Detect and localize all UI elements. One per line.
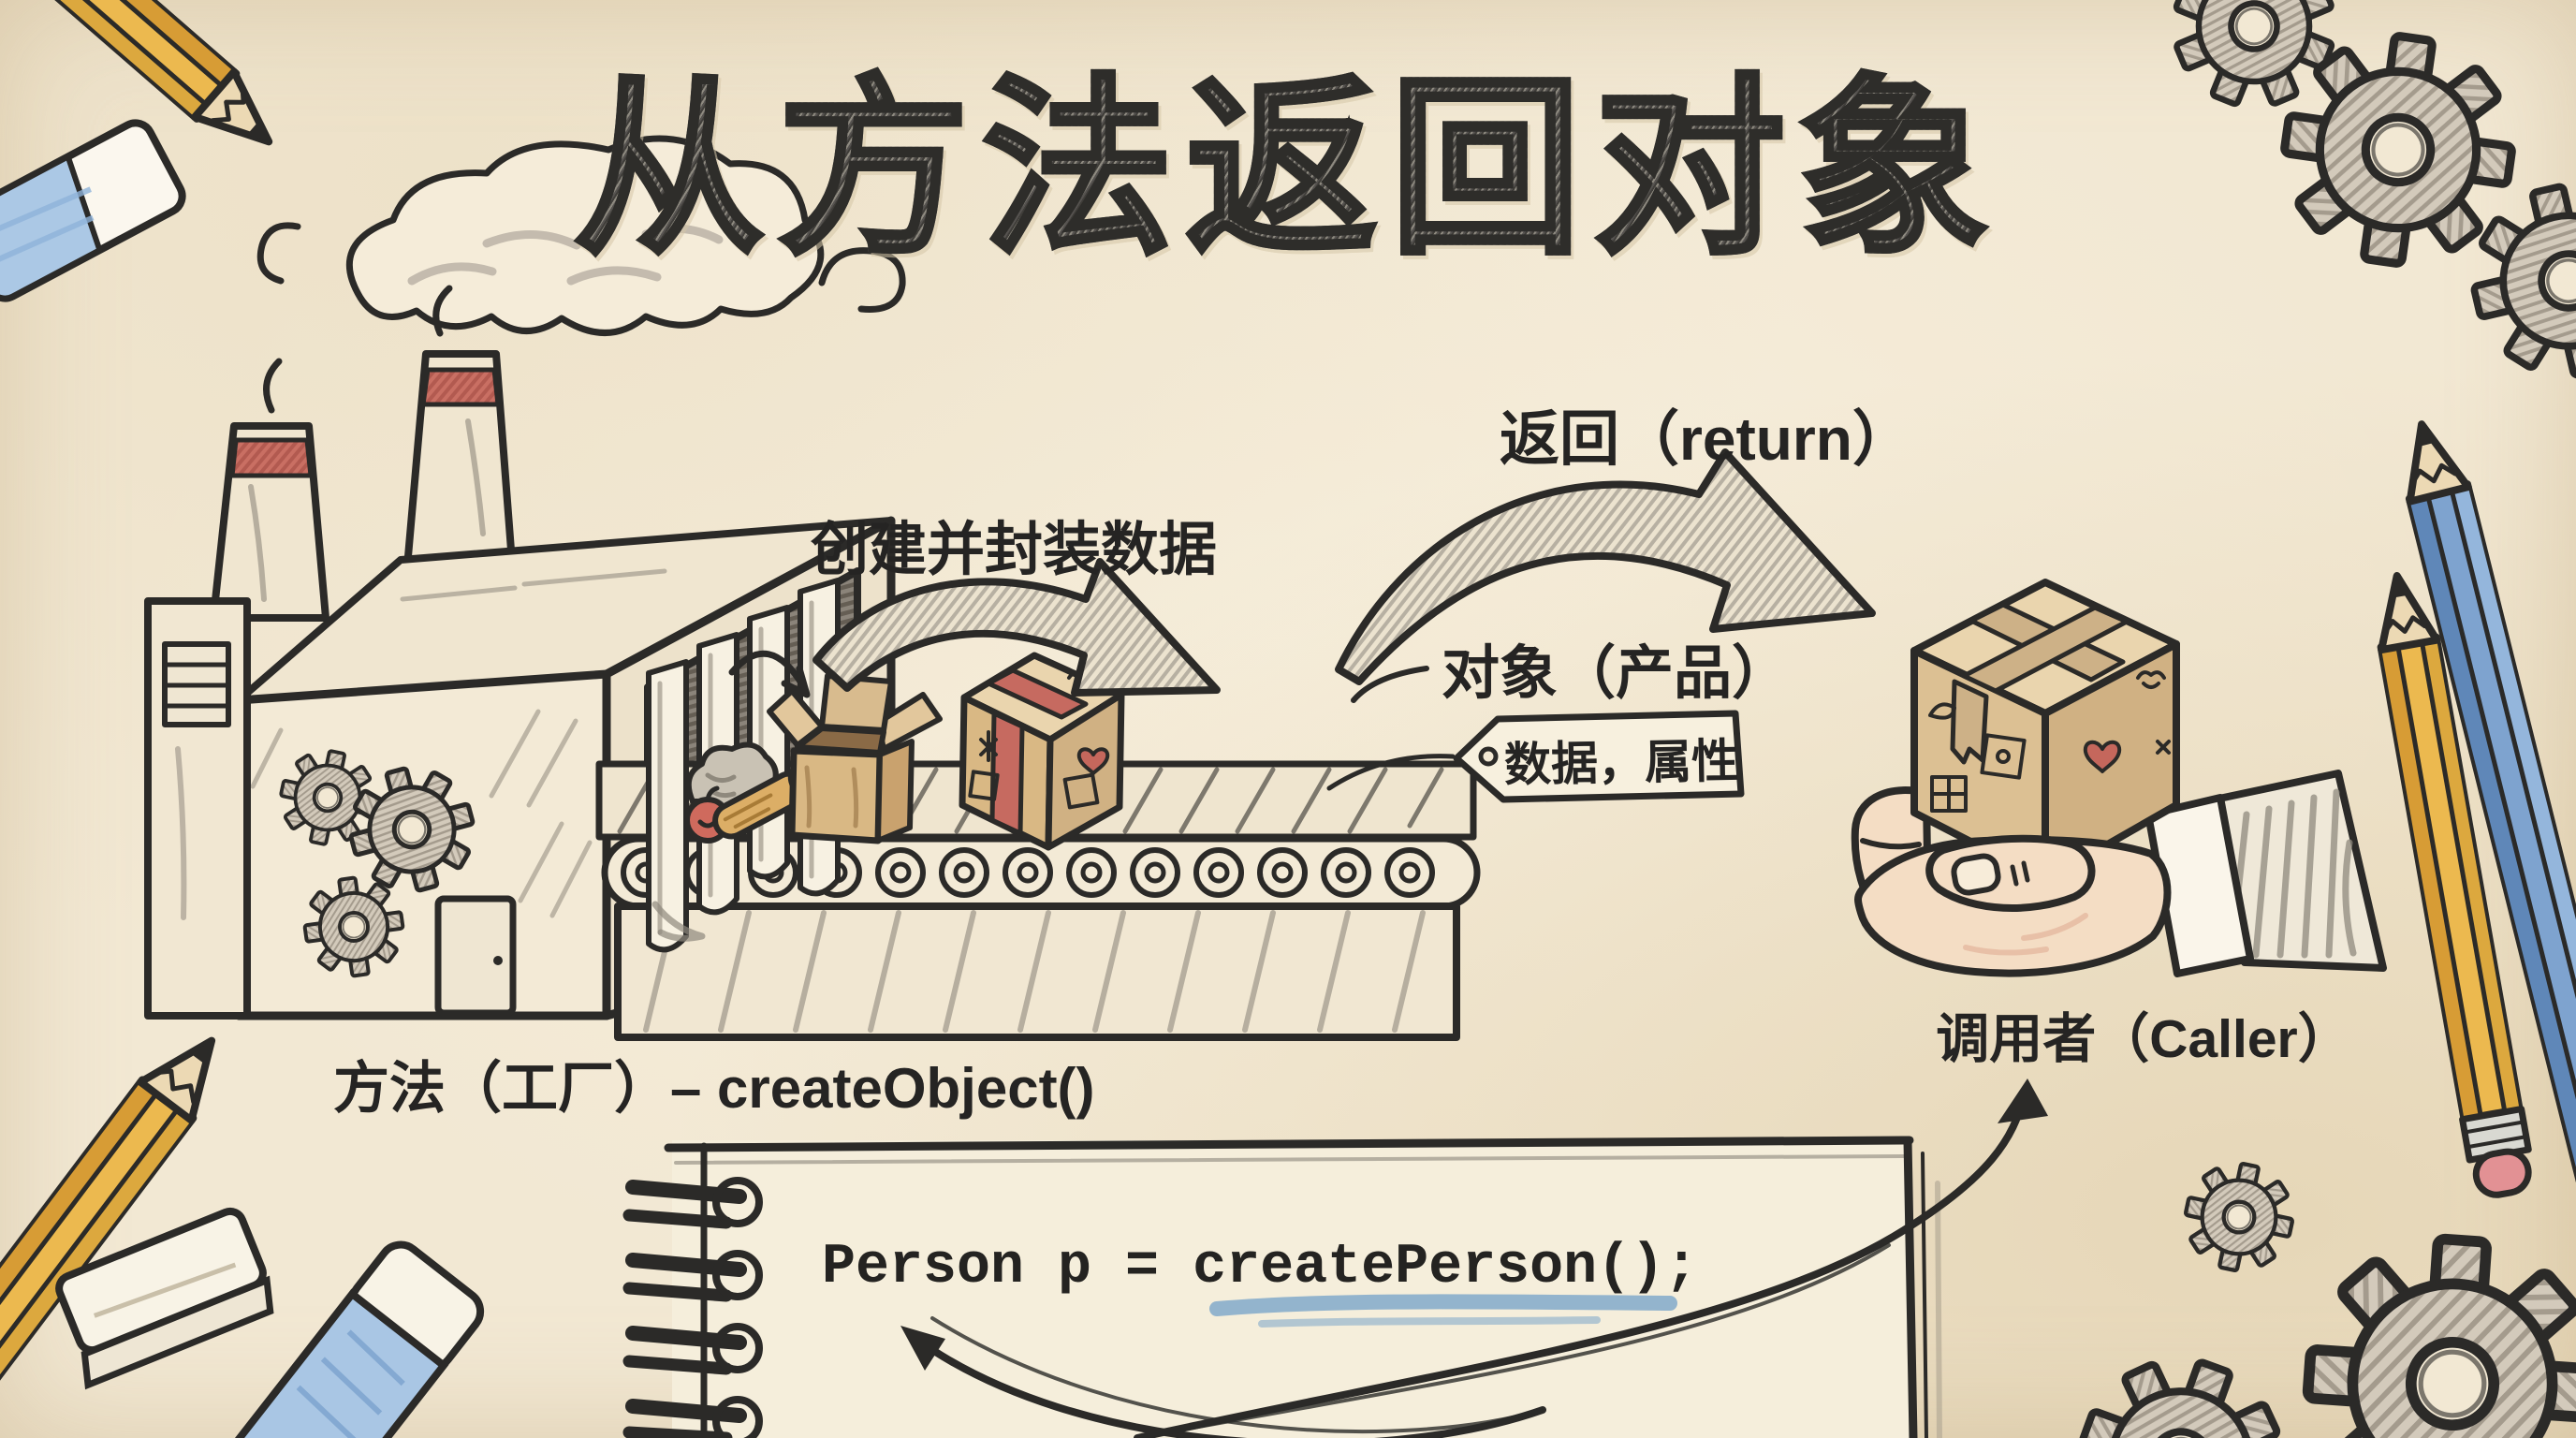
thumbnail <box>1951 853 2001 896</box>
factory-side-building <box>144 597 251 1020</box>
return-label: 返回（return） <box>1500 405 1912 473</box>
create-arrow <box>812 558 1221 697</box>
caller-hand <box>1851 579 2387 977</box>
return-arrow <box>1335 448 1876 685</box>
factory-method-label: 方法（工厂）– createObject() <box>333 1057 1095 1120</box>
pencil-eraser <box>2472 1148 2532 1198</box>
gear-icon <box>2054 1333 2308 1438</box>
chimney-icon <box>210 350 519 622</box>
returned-object-box <box>1910 579 2180 884</box>
eraser-icon <box>0 119 186 302</box>
box-stickers <box>1928 670 2171 813</box>
open-box <box>767 673 943 844</box>
factory-door <box>434 895 517 1017</box>
caller-label: 调用者（Caller） <box>1936 1009 2351 1069</box>
object-product-label: 对象（产品） <box>1442 641 1791 706</box>
raw-material-items <box>684 741 815 844</box>
page-title: 从方法返回对象 <box>0 13 2576 290</box>
code-line: Person p = createPerson(); <box>822 1236 1699 1299</box>
pencil-icon <box>0 0 273 146</box>
conveyor-belt <box>595 760 1481 1041</box>
eraser-icon <box>226 1240 485 1438</box>
shirt-cuff <box>2144 794 2254 977</box>
create-data-label: 创建并封装数据 <box>811 518 1218 582</box>
gear-icon <box>2176 1154 2302 1280</box>
pencil-icon <box>0 1036 216 1438</box>
code-arrow <box>900 1316 1546 1438</box>
smoke-cloud-icon <box>256 135 906 414</box>
data-attributes-tag-label: 数据，属性 <box>1503 734 1739 792</box>
spiral-binding <box>622 1177 763 1438</box>
spiral-notebook <box>622 1136 1942 1438</box>
caller-arrow <box>1134 1078 2048 1438</box>
eraser-icon <box>55 1207 274 1390</box>
step-arrow <box>728 650 811 698</box>
data-tag <box>1326 710 1745 803</box>
object-leader-line <box>1351 666 1429 703</box>
gear-icon <box>2299 1230 2576 1438</box>
pencil-icon <box>2377 572 2532 1198</box>
code-underline <box>1209 1294 1677 1328</box>
